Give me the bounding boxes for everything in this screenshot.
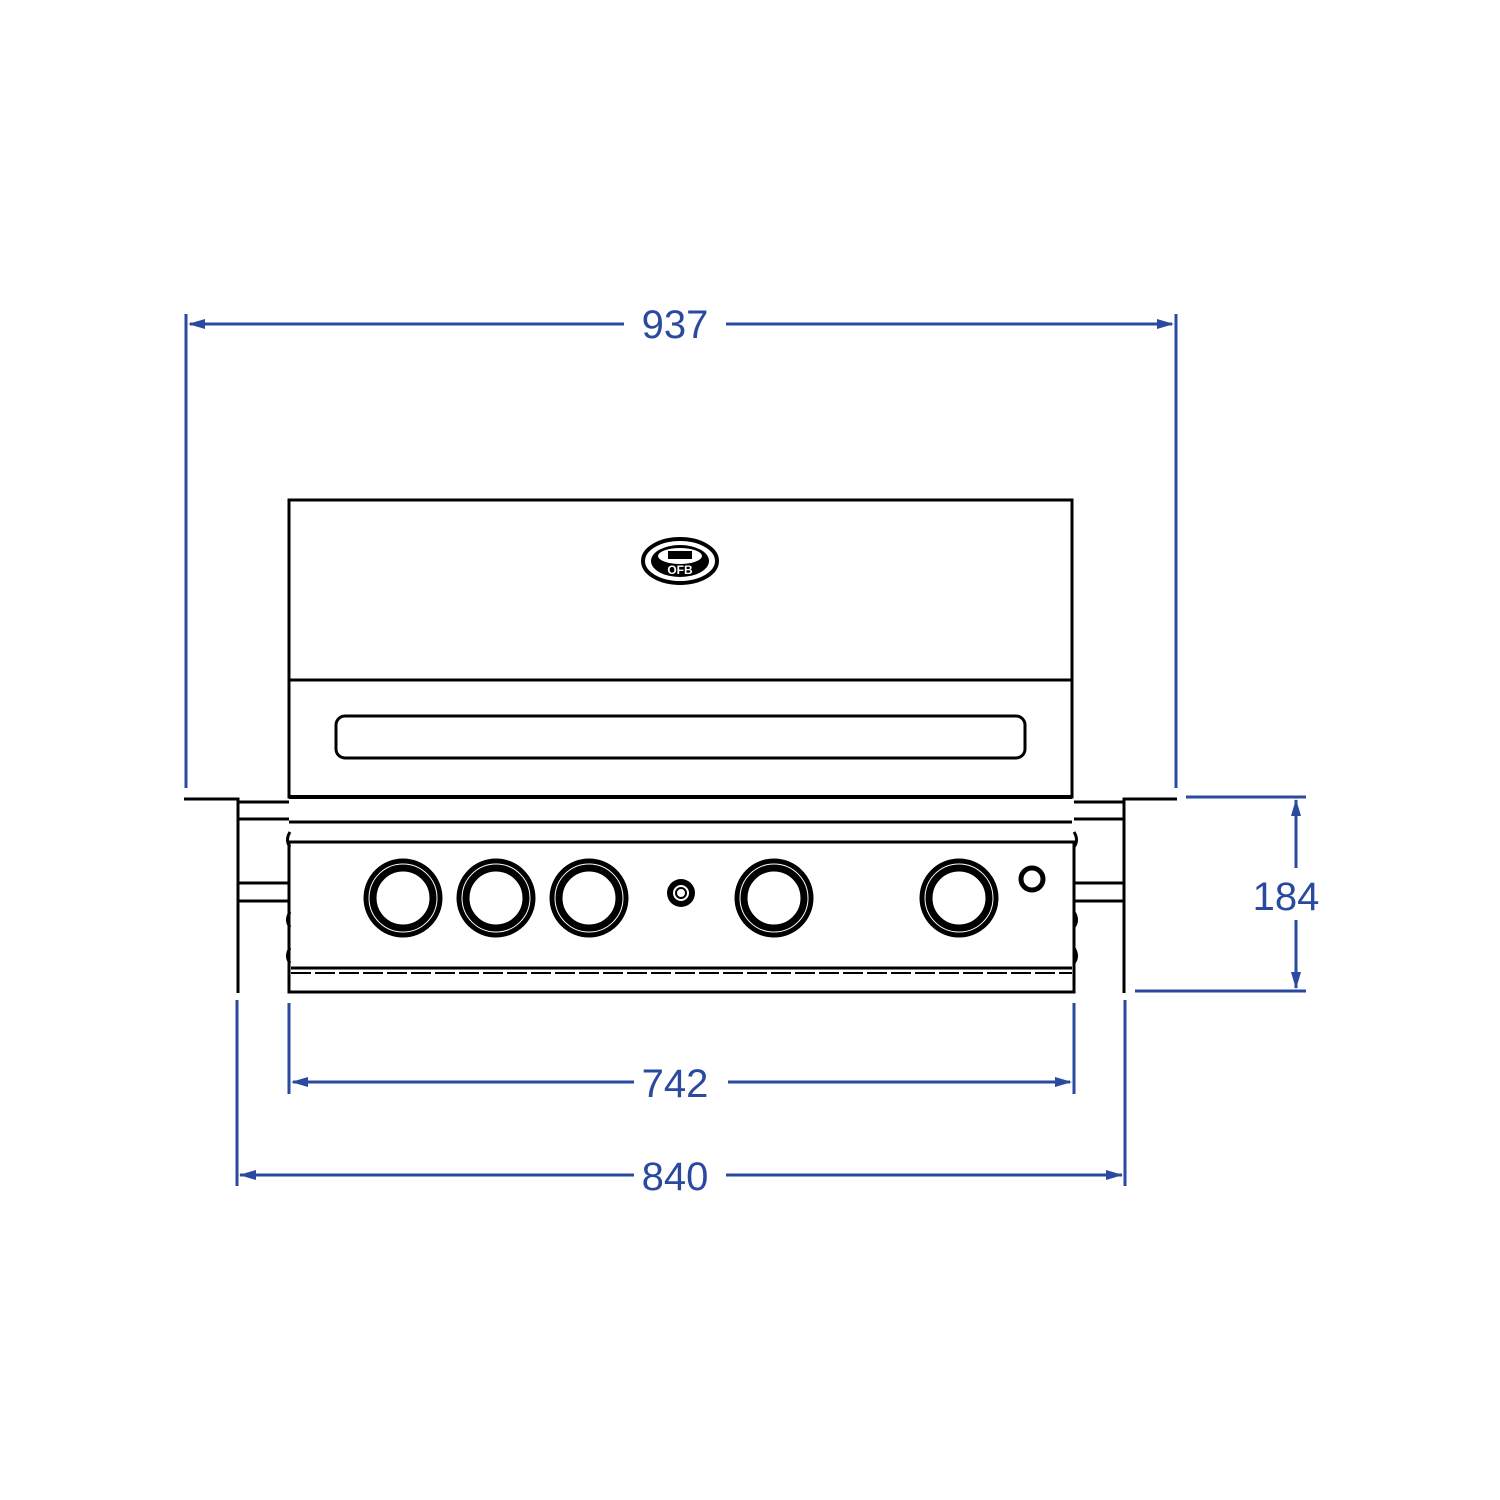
burner-knob-2 — [456, 858, 536, 938]
arrow-left-icon — [239, 1170, 256, 1180]
burner-knob-5 — [919, 858, 999, 938]
logo-badge-icon: OFB — [641, 537, 719, 585]
svg-text:OFB: OFB — [667, 563, 693, 577]
dimension-front-height: 184 — [1135, 795, 1320, 993]
arrow-up-icon — [1291, 799, 1301, 816]
arrow-left-icon — [291, 1077, 308, 1087]
dimension-body-width: 742 — [287, 1003, 1076, 1106]
arrow-right-icon — [1055, 1077, 1072, 1087]
burner-knob-1 — [363, 858, 443, 938]
arrow-right-icon — [1106, 1170, 1123, 1180]
burner-knob-3 — [549, 858, 629, 938]
burner-knob-4 — [734, 858, 814, 938]
arrow-right-icon — [1157, 319, 1174, 329]
dimension-overall-width: 937 — [184, 303, 1178, 788]
left-bolts — [286, 831, 292, 964]
right-bolts — [1072, 831, 1078, 964]
dimension-label: 937 — [642, 303, 709, 347]
left-frame — [184, 797, 289, 993]
dimension-frame-width: 840 — [235, 1000, 1127, 1199]
indicator-light-icon — [1018, 865, 1046, 893]
lid-handle — [334, 714, 1027, 760]
dimension-label: 742 — [642, 1062, 709, 1106]
igniter-button-icon — [667, 879, 695, 907]
arrow-left-icon — [188, 319, 205, 329]
right-frame — [1074, 797, 1177, 993]
arrow-down-icon — [1291, 972, 1301, 989]
grill: OFB — [184, 498, 1177, 994]
dimension-label: 840 — [642, 1155, 709, 1199]
dimension-label: 184 — [1253, 875, 1320, 919]
